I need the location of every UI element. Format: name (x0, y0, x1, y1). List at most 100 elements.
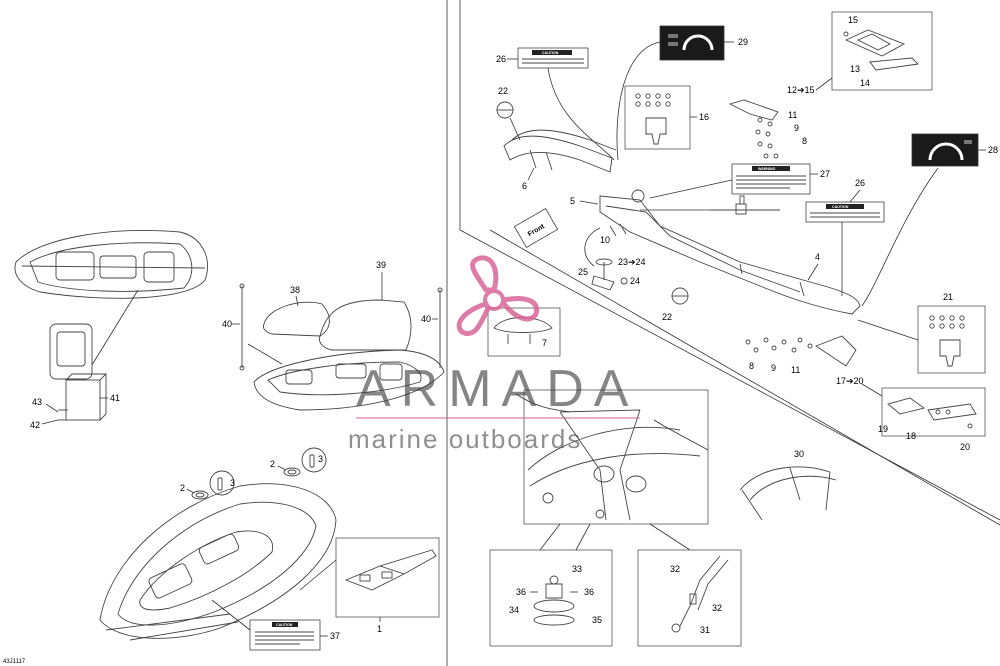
callout-6: 6 (522, 181, 527, 191)
cap-22-bottom (671, 287, 689, 305)
latch-detail (710, 195, 780, 215)
callout-7: 7 (542, 338, 547, 348)
hardware-box-21 (917, 305, 986, 374)
bolts-10 (609, 223, 627, 237)
decal-37-title: CAUTION (276, 623, 293, 627)
watermark-brand: ARMADA (356, 360, 638, 418)
propeller-logo (456, 255, 540, 336)
tower-closeup-box (523, 389, 709, 525)
callout-23-24: 23➔24 (618, 257, 646, 267)
callout-12-15: 12➔15 (787, 85, 815, 95)
screws-16 (635, 93, 671, 145)
mount-bracket-bottom (745, 335, 857, 367)
armada-watermark: ARMADA marine outboards (348, 255, 640, 454)
callout-40-right: 40 (421, 314, 431, 324)
callout-5: 5 (570, 196, 575, 206)
callout-27: 27 (820, 169, 830, 179)
rod-left (239, 283, 245, 371)
decal-27-title: WARNING (758, 167, 776, 171)
warning-decal-27: WARNING (731, 163, 811, 195)
callout-19: 19 (878, 424, 888, 434)
caution-decal-26-right: CAUTION (805, 201, 885, 223)
callout-18: 18 (906, 431, 916, 441)
screws-41 (58, 409, 68, 421)
callout-4: 4 (815, 252, 820, 262)
callout-2-left: 2 (180, 483, 185, 493)
callout-11-top: 11 (788, 110, 797, 120)
tower-main-bar (599, 189, 861, 315)
callout-32-top: 32 (670, 564, 680, 574)
strap-31-32 (671, 555, 729, 633)
decal-26-right-title: CAUTION (832, 205, 849, 209)
callout-2-right: 2 (270, 459, 275, 469)
callout-10: 10 (600, 235, 610, 245)
callout-26-top: 26 (496, 54, 506, 64)
hinge-33-36 (530, 575, 578, 626)
hardware-box-16 (624, 85, 691, 150)
boat-lower-view (99, 483, 337, 641)
callout-42: 42 (30, 420, 40, 430)
cushion-39 (319, 299, 412, 351)
watermark-tagline: marine outboards (348, 424, 582, 454)
tower-closeup (527, 409, 701, 521)
callout-8-bottom: 8 (749, 361, 754, 371)
callout-43: 43 (32, 397, 42, 407)
callout-34: 34 (509, 605, 519, 615)
callout-26-right: 26 (855, 178, 865, 188)
callout-14: 14 (860, 78, 870, 88)
callout-8-top: 8 (802, 136, 807, 146)
bracket-15 (843, 29, 919, 71)
callout-24: 24 (630, 276, 640, 286)
cupholder-left (191, 470, 235, 500)
bracket-1 (344, 549, 437, 591)
callout-35: 35 (592, 615, 602, 625)
handle-7 (493, 317, 553, 344)
callout-32-bottom: 32 (712, 603, 722, 613)
gauge-decal-29 (659, 25, 725, 61)
callout-36-right: 36 (584, 587, 594, 597)
callout-33: 33 (572, 564, 582, 574)
detail-box-12-15 (831, 11, 933, 91)
section-dividers (446, 0, 1000, 666)
callout-25: 25 (578, 267, 588, 277)
callout-9-bottom: 9 (771, 363, 776, 373)
pivot-hardware (584, 227, 628, 291)
callout-17-20: 17➔20 (836, 376, 864, 386)
callout-30: 30 (794, 449, 804, 459)
callout-1: 1 (377, 624, 382, 634)
caution-decal-26-top: CAUTION (517, 47, 589, 69)
callout-13: 13 (850, 64, 860, 74)
cupholder-right (283, 447, 327, 477)
diagram-code: 43J1117 (3, 659, 26, 665)
callout-36-left: 36 (516, 587, 526, 597)
callout-37: 37 (330, 631, 340, 641)
callout-29: 29 (738, 37, 748, 47)
bracket-18-20 (887, 397, 977, 429)
callout-22-bottom: 22 (662, 312, 672, 322)
callout-16: 16 (699, 112, 709, 122)
callout-9-top: 9 (794, 123, 799, 133)
detail-box-31-32 (637, 549, 742, 647)
rod-right (437, 287, 443, 368)
bimini-frame-30 (739, 466, 837, 521)
callout-28: 28 (988, 145, 998, 155)
boat-side-view (253, 349, 445, 411)
callout-15: 15 (848, 15, 858, 25)
detail-box-18-20 (881, 387, 986, 437)
mount-bracket-top (728, 99, 779, 159)
callout-41: 41 (110, 393, 120, 403)
cap-22-top (496, 101, 514, 119)
callout-40-left: 40 (222, 319, 232, 329)
detail-box-7 (487, 307, 561, 357)
callout-31: 31 (700, 625, 710, 635)
boat-top-view (14, 230, 208, 299)
decal-26-top-title: CAUTION (542, 51, 559, 55)
callout-3-right: 3 (318, 454, 323, 464)
tower-front-bar (503, 129, 617, 173)
callout-22-top: 22 (498, 86, 508, 96)
screws-21 (929, 315, 965, 367)
callout-38: 38 (290, 285, 300, 295)
backrest-assembly (49, 323, 108, 421)
callout-3-left: 3 (230, 478, 235, 488)
